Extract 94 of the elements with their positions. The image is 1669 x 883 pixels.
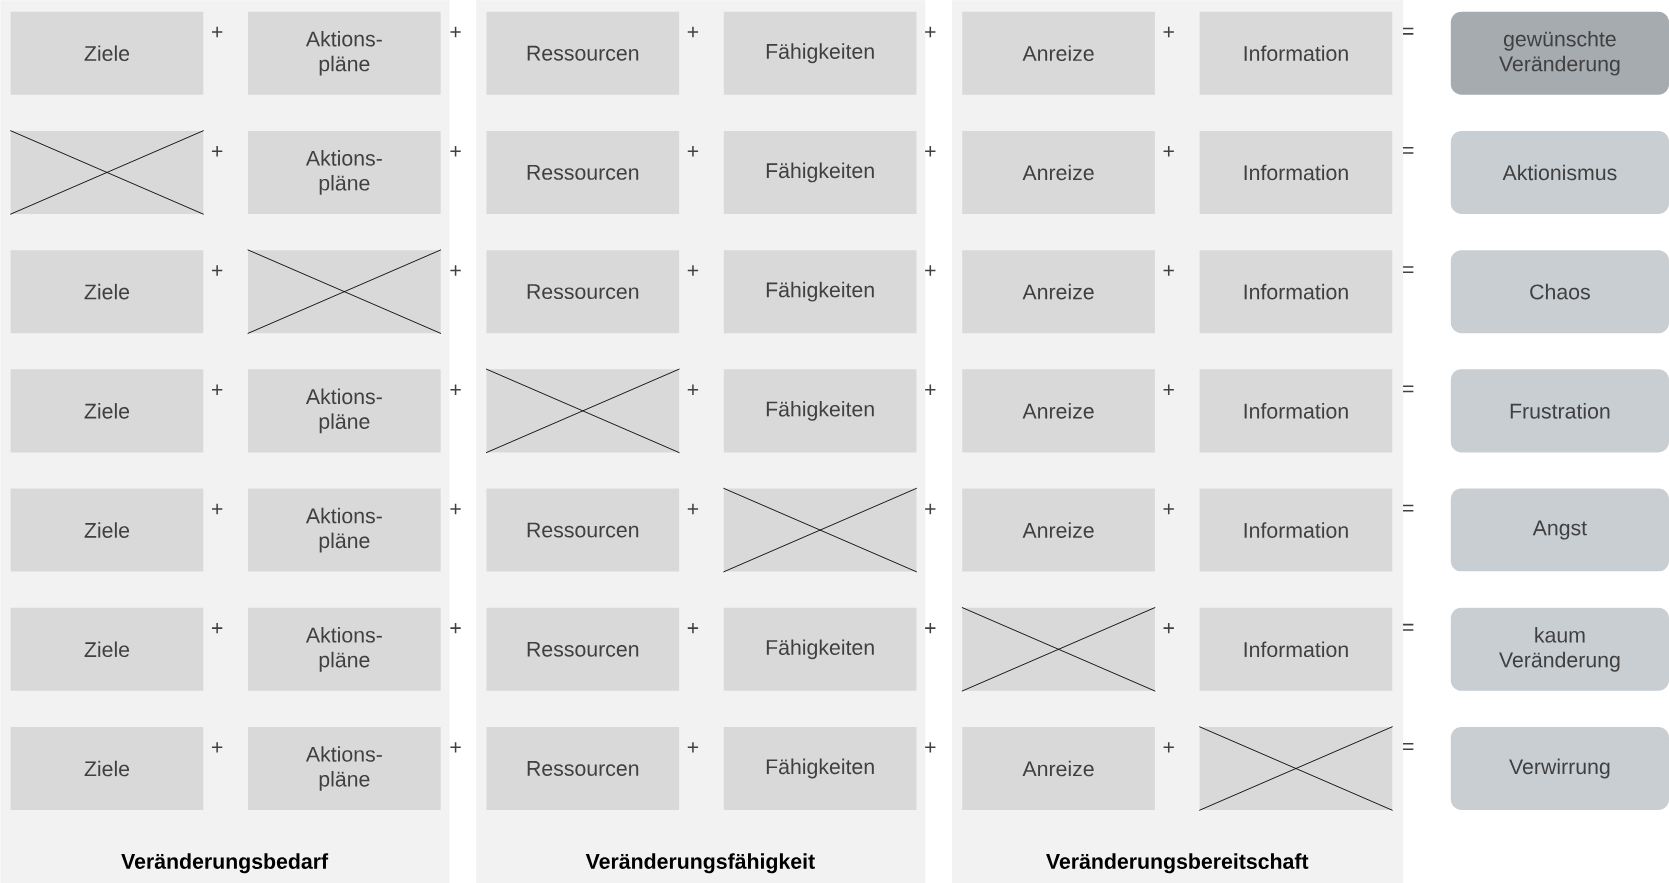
operator-sign: +	[925, 384, 936, 395]
operator-sign: +	[687, 622, 699, 634]
operator-sign: =	[1403, 623, 1414, 631]
factor-box: Ziele	[10, 488, 204, 572]
factor-box: Fähigkeiten	[723, 726, 917, 810]
operator-sign: +	[211, 503, 223, 514]
operator-sign: +	[687, 741, 699, 753]
operator-sign: =	[1403, 266, 1414, 273]
factor-box: Information	[1199, 249, 1393, 333]
factor-box: Ressourcen	[486, 726, 680, 810]
operator-sign: +	[211, 26, 223, 38]
crossed-out-box	[1198, 725, 1394, 811]
operator-sign: +	[450, 265, 461, 276]
factor-box: Information	[1199, 607, 1393, 691]
result-box: gewünschte Veränderung	[1450, 11, 1669, 95]
operator-sign: +	[450, 622, 461, 634]
operator-sign: +	[1163, 622, 1174, 634]
crossed-out-box	[485, 368, 680, 453]
factor-box: Aktions- pläne	[248, 130, 441, 214]
operator-sign: +	[450, 145, 461, 157]
factor-box: Ziele	[10, 607, 204, 691]
operator-sign: +	[687, 145, 699, 157]
operator-sign: +	[687, 503, 699, 514]
operator-sign: +	[1163, 384, 1174, 395]
factor-box: Ressourcen	[486, 607, 680, 691]
result-box: kaum Veränderung	[1450, 607, 1669, 691]
factor-box: Anreize	[962, 726, 1155, 810]
operator-sign: +	[925, 622, 936, 634]
crossed-out-box	[723, 487, 918, 573]
operator-sign: +	[925, 26, 936, 38]
operator-sign: +	[450, 741, 461, 753]
operator-sign: +	[211, 741, 223, 753]
factor-box: Aktions- pläne	[248, 369, 441, 453]
factor-box: Ressourcen	[486, 488, 680, 572]
operator-sign: =	[1403, 146, 1414, 154]
factor-box: Information	[1199, 11, 1393, 95]
operator-sign: +	[687, 26, 699, 38]
factor-box: Ressourcen	[486, 249, 680, 333]
operator-sign: +	[687, 265, 699, 276]
factor-box: Anreize	[962, 249, 1155, 333]
factor-box: Ziele	[10, 11, 204, 95]
operator-sign: +	[211, 265, 223, 276]
operator-sign: =	[1403, 504, 1414, 512]
factor-box: Ziele	[10, 726, 204, 810]
factor-box: Aktions- pläne	[248, 488, 441, 572]
operator-sign: +	[925, 503, 936, 514]
operator-sign: +	[925, 741, 936, 753]
operator-sign: +	[925, 145, 936, 157]
result-box: Aktionismus	[1450, 130, 1669, 214]
panel-heading: Veränderungsbedarf	[121, 853, 329, 873]
factor-box: Fähigkeiten	[723, 130, 917, 214]
factor-box: Ziele	[10, 249, 204, 333]
operator-sign: +	[925, 265, 936, 276]
factor-box: Information	[1199, 130, 1393, 214]
factor-box: Fähigkeiten	[723, 607, 917, 691]
factor-box: Ziele	[10, 369, 204, 453]
result-box: Angst	[1450, 488, 1669, 572]
operator-sign: +	[450, 26, 461, 38]
panel-heading: Veränderungsbereitschaft	[1046, 853, 1309, 873]
operator-sign: +	[1163, 503, 1174, 514]
factor-box: Information	[1199, 488, 1393, 572]
operator-sign: +	[211, 622, 223, 634]
operator-sign: +	[1163, 741, 1174, 753]
crossed-out-box	[9, 129, 205, 215]
operator-sign: =	[1403, 742, 1414, 750]
operator-sign: =	[1403, 27, 1414, 35]
crossed-out-box	[961, 606, 1156, 692]
operator-sign: +	[211, 145, 223, 157]
factor-box: Aktions- pläne	[248, 11, 441, 95]
factor-box: Ressourcen	[486, 130, 680, 214]
factor-box: Anreize	[962, 11, 1155, 95]
result-box: Frustration	[1450, 369, 1669, 453]
factor-box: Ressourcen	[486, 11, 680, 95]
panel-heading: Veränderungsfähigkeit	[585, 853, 815, 873]
factor-box: Fähigkeiten	[723, 369, 917, 453]
factor-box: Fähigkeiten	[723, 249, 917, 333]
result-box: Chaos	[1450, 249, 1669, 333]
factor-box: Information	[1199, 369, 1393, 453]
factor-box: Anreize	[962, 369, 1155, 453]
factor-box: Fähigkeiten	[723, 11, 917, 95]
factor-box: Aktions- pläne	[248, 607, 441, 691]
operator-sign: +	[1163, 145, 1174, 157]
crossed-out-box	[247, 249, 442, 334]
operator-sign: +	[211, 384, 223, 395]
operator-sign: =	[1403, 385, 1414, 393]
operator-sign: +	[1163, 26, 1174, 38]
operator-sign: +	[1163, 265, 1174, 276]
factor-box: Anreize	[962, 488, 1155, 572]
operator-sign: +	[687, 384, 699, 395]
result-box: Verwirrung	[1450, 726, 1669, 810]
operator-sign: +	[450, 384, 461, 395]
factor-box: Anreize	[962, 130, 1155, 214]
operator-sign: +	[450, 503, 461, 514]
factor-box: Aktions- pläne	[248, 726, 441, 810]
